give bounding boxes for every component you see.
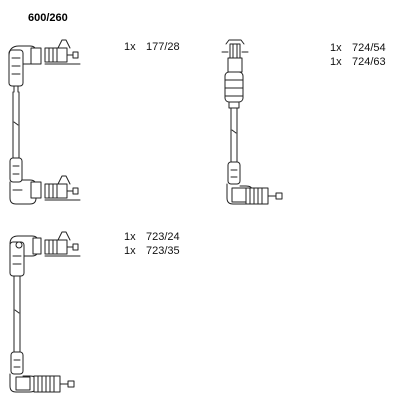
part-number: 724/63: [352, 56, 386, 68]
cable-segment: [13, 275, 21, 353]
angled-boot-bottom: [226, 161, 253, 205]
straight-boot-top: [224, 71, 244, 109]
ignition-lead-1: [8, 39, 81, 205]
page-title: 600/260: [28, 12, 68, 24]
part-number: 723/35: [146, 245, 180, 257]
ignition-lead-3: [9, 231, 81, 393]
part-row: 1x 724/54: [330, 41, 386, 55]
terminal-connector-bottom: [245, 187, 283, 205]
angled-boot-bottom: [9, 157, 42, 205]
part-quantity: 1x: [330, 42, 342, 54]
part-quantity: 1x: [124, 41, 136, 53]
angled-boot-top: [8, 45, 42, 93]
part-list-lead-1: 1x 177/28: [124, 40, 180, 54]
part-quantity: 1x: [124, 231, 136, 243]
cable-segment: [230, 107, 238, 163]
angled-boot-bottom: [9, 351, 37, 393]
spark-plug-connector-bottom: [44, 175, 81, 201]
part-number: 724/54: [352, 42, 386, 54]
part-quantity: 1x: [124, 245, 136, 257]
part-list-lead-2: 1x 724/54 1x 724/63: [330, 41, 386, 69]
part-row: 1x 723/24: [124, 230, 180, 244]
angled-boot-top: [9, 235, 42, 277]
ignition-lead-2: [221, 39, 283, 205]
part-row: 1x 723/35: [124, 244, 180, 258]
part-number: 177/28: [146, 41, 180, 53]
cable-segment: [12, 91, 20, 159]
part-list-lead-3: 1x 723/24 1x 723/35: [124, 230, 180, 258]
spark-plug-connector-top: [44, 231, 81, 257]
part-quantity: 1x: [330, 56, 342, 68]
spark-plug-connector-top: [44, 39, 81, 65]
part-row: 1x 177/28: [124, 40, 180, 54]
terminal-connector-bottom: [33, 375, 75, 393]
part-row: 1x 724/63: [330, 55, 386, 69]
part-number: 723/24: [146, 231, 180, 243]
straight-connector-top: [221, 39, 249, 73]
